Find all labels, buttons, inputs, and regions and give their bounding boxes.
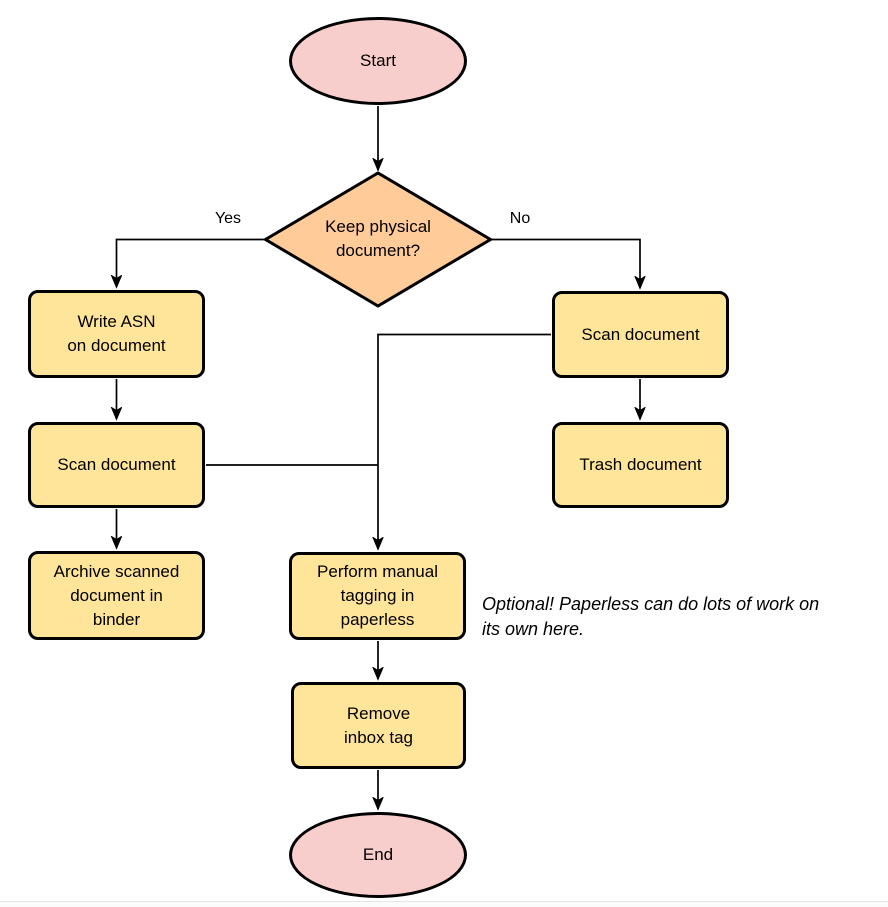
node-remove-inbox-tag: Remove inbox tag — [291, 682, 466, 769]
node-remove-inbox-tag-label: Remove inbox tag — [344, 703, 413, 747]
node-scan-document-right: Scan document — [552, 291, 729, 378]
node-perform-tagging-label: Perform manual tagging in paperless — [317, 562, 438, 629]
node-scan-document-right-label: Scan document — [581, 324, 700, 344]
page-edge-line — [0, 901, 888, 907]
node-perform-tagging: Perform manual tagging in paperless — [289, 552, 466, 640]
node-decision-label: Keep physical document? — [325, 217, 431, 260]
node-start: Start — [289, 17, 467, 105]
node-archive-binder: Archive scanned document in binder — [28, 551, 205, 640]
edge-decision-no-to-scan-right — [492, 238, 640, 289]
node-write-asn: Write ASN on document — [28, 290, 205, 378]
edge-label-yes: Yes — [214, 210, 242, 227]
node-scan-document-left-label: Scan document — [57, 455, 176, 474]
node-end-label: End — [362, 845, 394, 864]
annotation-optional-note: Optional! Paperless can do lots of work … — [482, 594, 820, 639]
node-scan-document-left: Scan document — [28, 422, 205, 508]
node-archive-binder-label: Archive scanned document in binder — [53, 561, 180, 629]
edge-scan-right-to-perform-tagging — [378, 333, 551, 550]
edge-label-no: No — [509, 210, 531, 227]
node-start-label: Start — [360, 51, 396, 70]
node-trash-document: Trash document — [552, 422, 729, 508]
decision-diamond-shape — [262, 171, 494, 308]
node-write-asn-label: Write ASN on document — [67, 312, 166, 355]
edge-decision-yes-to-write-asn — [117, 238, 264, 288]
node-end: End — [289, 812, 467, 898]
node-trash-document-label: Trash document — [579, 455, 702, 474]
